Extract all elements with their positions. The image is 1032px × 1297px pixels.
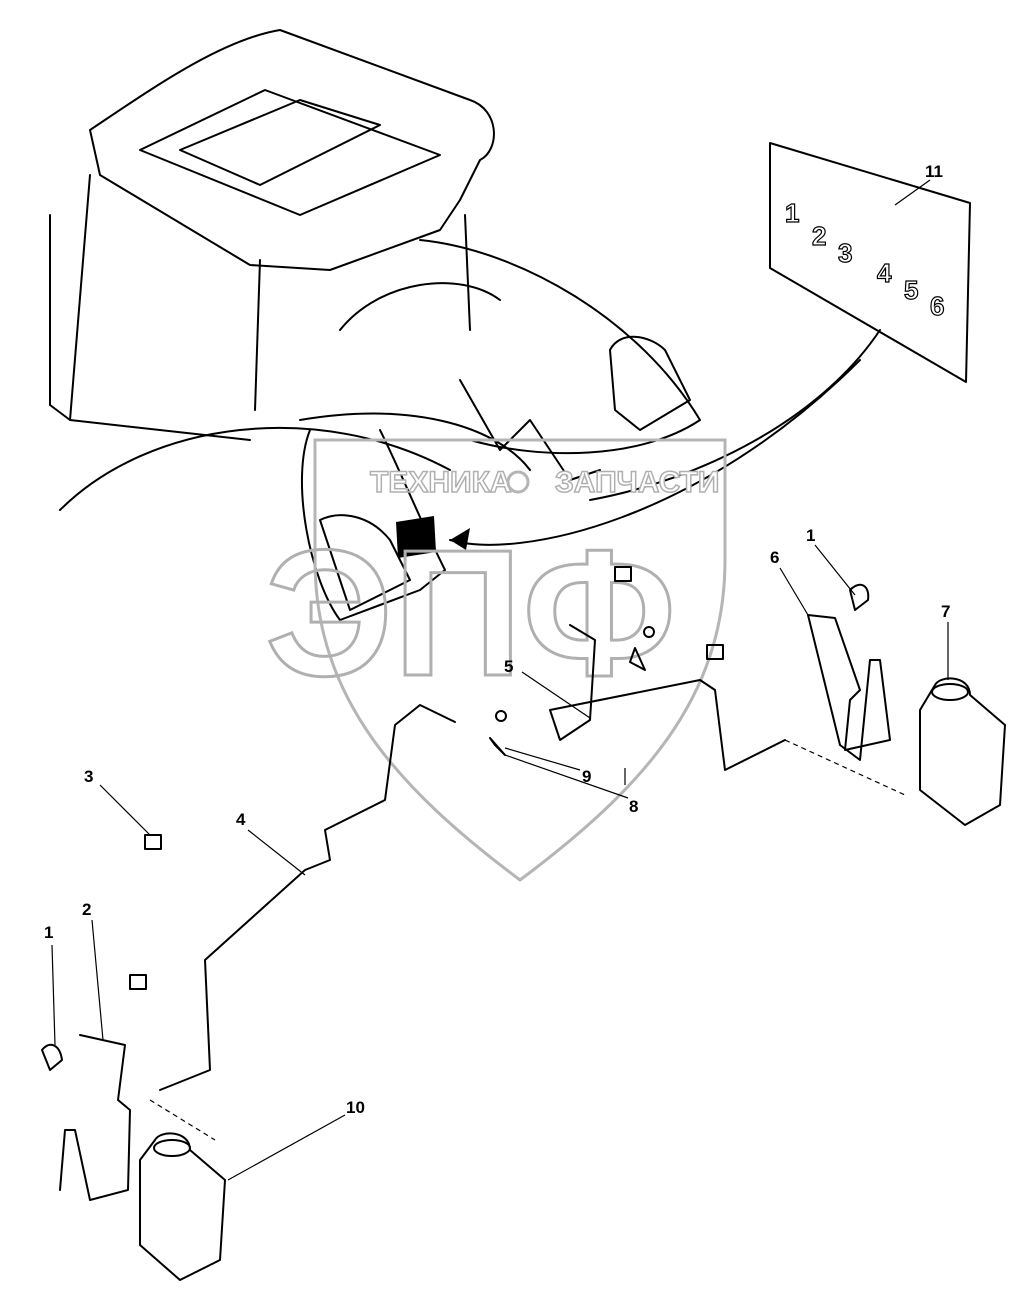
small-parts — [41, 566, 870, 1071]
gear-icon — [506, 470, 530, 494]
callout-10: 10 — [346, 1098, 365, 1117]
watermark-shield — [313, 438, 727, 882]
decal-digit: 3 — [838, 238, 852, 268]
brackets — [59, 614, 891, 1201]
callout-2: 2 — [82, 900, 91, 919]
washer-hoses — [159, 624, 786, 1091]
tractor-cab — [49, 29, 881, 621]
watermark-left-word: ТЕХНИКА — [370, 466, 512, 499]
callout-4: 4 — [236, 810, 246, 829]
decal-digit: 1 — [785, 198, 799, 228]
decal-digit: 6 — [930, 291, 944, 321]
decal-patch — [396, 516, 436, 558]
callout-8: 8 — [629, 797, 638, 816]
callout-7: 7 — [941, 602, 950, 621]
callout-6: 6 — [770, 548, 779, 567]
decal-digit: 4 — [877, 258, 892, 288]
leader-lines — [51, 179, 949, 1181]
callout-5: 5 — [504, 657, 513, 676]
callouts: 11 1 6 7 5 9 8 3 4 2 1 10 — [44, 162, 950, 1117]
reservoirs — [139, 677, 1006, 1281]
callout-11: 11 — [925, 162, 943, 181]
decal-digit: 2 — [812, 221, 826, 251]
callout-9: 9 — [582, 767, 591, 786]
decal-digit: 5 — [904, 275, 918, 305]
hose-5 — [549, 624, 786, 771]
callout-1: 1 — [44, 923, 53, 942]
hose-4 — [159, 704, 456, 1091]
gear-shift-decal: 1 2 3 4 5 6 — [769, 142, 971, 383]
watermark-logo: ЭПФ — [265, 513, 676, 714]
watermark-right-word: ЗАПЧАСТИ — [555, 466, 719, 499]
callout-1: 1 — [806, 526, 815, 545]
watermark: ТЕХНИКА ЗАПЧАСТИ ЭПФ — [264, 438, 727, 882]
callout-3: 3 — [84, 767, 93, 786]
arrow-curve — [449, 359, 861, 546]
